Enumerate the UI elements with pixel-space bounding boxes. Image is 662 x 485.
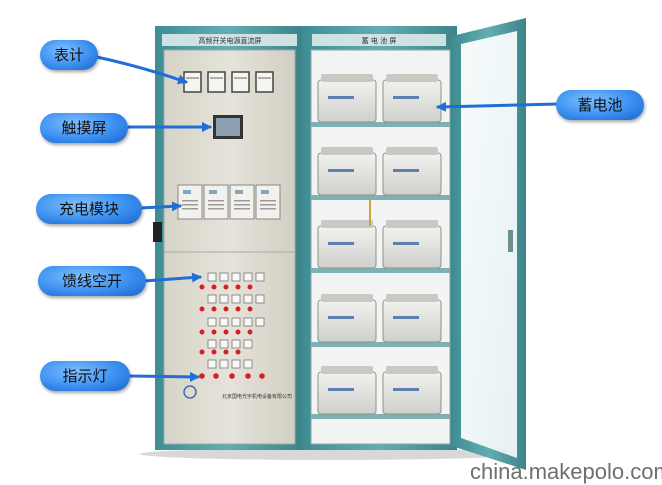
left-title-text: 高频开关电源直流屏 (199, 36, 262, 45)
meters (183, 71, 274, 93)
maker-logo (183, 385, 197, 399)
left-cabinet: 高频开关电源直流屏 (153, 26, 302, 450)
callout-charger-module: 充电模块 (36, 194, 142, 224)
arrow-meter (90, 54, 188, 85)
arrow-feeder-breaker (142, 272, 202, 283)
callout-meter: 表计 (40, 40, 98, 70)
touch-screen (213, 115, 243, 139)
battery-cabinet: 蓄 电 池 屏 (302, 26, 457, 450)
callout-arrows (90, 54, 560, 382)
maker-text: 北京国电光宇机电设备有限公司 (222, 393, 292, 400)
door-latch (508, 230, 513, 252)
floor-shadow (140, 448, 520, 460)
callout-touch-screen: 触摸屏 (40, 113, 128, 143)
shelves (311, 122, 450, 419)
feeder-switches (207, 272, 265, 369)
arrow-charger-module (138, 201, 182, 212)
arrow-indicator-light (128, 371, 200, 382)
battery-tops (321, 74, 438, 374)
watermark-text: china.makepolo.com (470, 459, 662, 484)
arrow-battery (436, 101, 560, 112)
right-title-text: 蓄 电 池 屏 (362, 36, 397, 45)
batteries (317, 79, 442, 415)
callout-battery: 蓄电池 (556, 90, 644, 120)
indicator-lights (199, 284, 265, 379)
left-title-plate (162, 34, 297, 46)
callout-feeder-breaker: 馈线空开 (38, 266, 146, 296)
right-title-plate (312, 34, 446, 46)
battery-labels (328, 96, 419, 391)
charger-modules (177, 184, 281, 220)
door-handle (153, 222, 162, 242)
callout-indicator-light: 指示灯 (40, 361, 130, 391)
glass-door (452, 18, 526, 470)
